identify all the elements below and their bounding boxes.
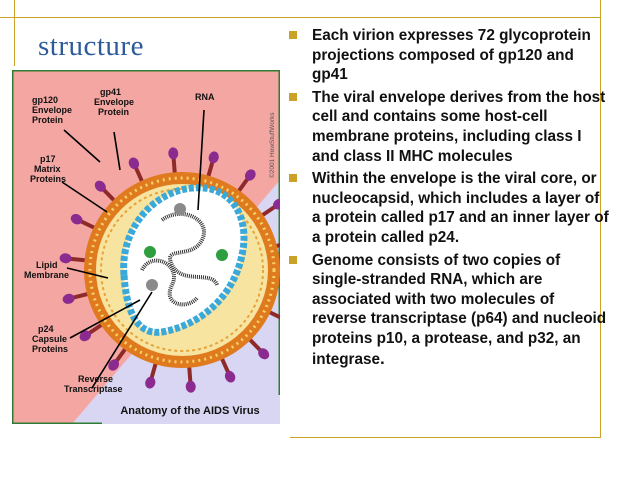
bullet-text: Within the envelope is the viral core, o… <box>312 170 609 246</box>
slide-title: structure <box>38 30 144 62</box>
bullet-square-icon <box>289 255 297 264</box>
reverse-transcriptase <box>146 279 158 291</box>
spike-head <box>70 214 83 225</box>
frame-line-left <box>14 0 15 66</box>
bullet-text: The viral envelope derives from the host… <box>312 88 606 165</box>
frame-line-bottom <box>290 437 601 438</box>
spike-stalk <box>187 364 193 383</box>
matrix-protein-ring <box>100 188 264 352</box>
bullet-text: Genome consists of two copies of single-… <box>312 251 607 368</box>
spike-stalk <box>276 277 280 282</box>
bullet-tail: . <box>380 348 385 368</box>
spike-head <box>244 169 256 181</box>
bullet-square-icon <box>289 92 297 101</box>
membrane-dots <box>88 176 276 364</box>
spike-head <box>62 293 75 304</box>
bullet-square-icon <box>289 174 297 183</box>
bullet-text: Each virion expresses 72 glycoprotein pr… <box>312 27 591 84</box>
spike-head <box>59 253 72 264</box>
bullet-item: Within the envelope is the viral core, o… <box>289 169 609 247</box>
spike-head <box>185 380 196 393</box>
caption-bar <box>102 395 280 424</box>
spike-stalk <box>205 160 215 180</box>
spike-head <box>79 330 92 342</box>
spike-head <box>224 370 236 383</box>
bullet-item: Each virion expresses 72 glycoprotein pr… <box>289 26 609 85</box>
bullet-list: Each virion expresses 72 glycoprotein pr… <box>289 26 609 372</box>
spike-stalk <box>133 166 145 185</box>
bullet-square-icon <box>289 31 297 39</box>
capsid-core <box>120 184 248 336</box>
spike-stalk <box>273 243 280 249</box>
spike-head <box>94 180 106 192</box>
spike-head <box>128 157 140 170</box>
nucleoid-protein <box>144 246 156 258</box>
rna-strand <box>140 258 199 307</box>
spike-head <box>208 151 219 164</box>
nucleoid-protein <box>216 249 228 261</box>
spike-stalk <box>149 360 159 380</box>
spike-head <box>168 147 179 160</box>
copyright-text: ©2001 HowStuffWorks <box>268 112 276 178</box>
glycoprotein-spikes <box>59 147 280 393</box>
spike-head <box>108 359 120 371</box>
label-rna: RNA <box>195 92 215 102</box>
frame-line-top <box>0 17 600 18</box>
reverse-transcriptase <box>174 203 186 215</box>
bullet-item: Genome consists of two copies of single-… <box>289 251 609 370</box>
spike-head <box>272 198 280 210</box>
rna-strand <box>160 212 219 287</box>
leader-lines <box>61 109 205 389</box>
spike-head <box>258 348 270 360</box>
diagram-caption: Anatomy of the AIDS Virus <box>120 405 259 417</box>
frame-line-right <box>600 0 601 438</box>
spike-head <box>145 376 156 389</box>
spike-stalk <box>69 256 88 263</box>
bullet-item: The viral envelope derives from the host… <box>289 88 609 166</box>
spike-stalk <box>101 187 118 204</box>
